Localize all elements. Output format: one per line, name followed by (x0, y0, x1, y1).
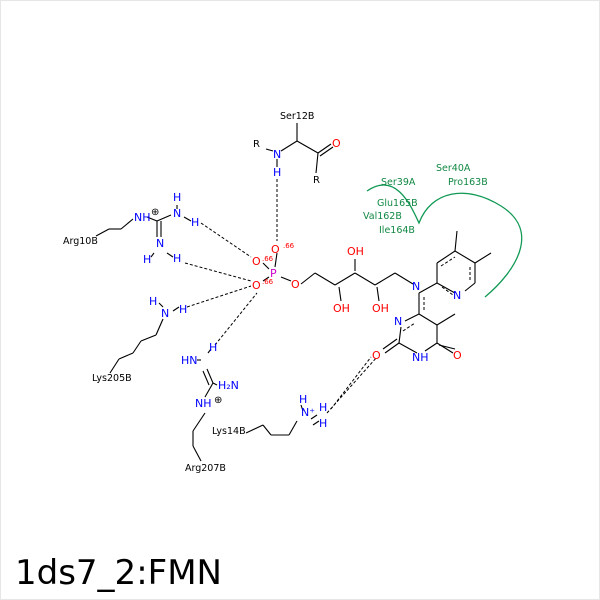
ser12b-bonds (265, 123, 334, 174)
atom-o-ser12b: O (332, 137, 341, 150)
hbond-lys205b (186, 285, 252, 308)
atom-h1-lys14b: H (299, 393, 307, 406)
lys205b-bonds (109, 302, 180, 374)
residue-label-lys205b: Lys205B (92, 373, 132, 384)
atom-nh-arg207b: NH (195, 397, 212, 410)
atom-r-ser12b: R (253, 139, 260, 150)
atom-h1-lys205b: H (149, 295, 157, 308)
page-title: 1ds7_2:FMN (15, 553, 222, 593)
atom-h-arg207b: H (209, 341, 217, 354)
charge-o3-phosphate: .66 (262, 278, 274, 286)
charge-o1-phosphate: .66 (283, 242, 295, 250)
atom-h3-lys14b: H (319, 417, 327, 430)
atom-h2-lys205b: H (179, 303, 187, 316)
atom-r2-ser12b: R (313, 175, 320, 186)
charge-plus-arg207b: ⊕ (214, 395, 222, 406)
residue-label-arg207b: Arg207B (185, 463, 226, 474)
atom-h2-lys14b: H (319, 401, 327, 414)
hydrophobic-label-ile164b: Ile164B (379, 225, 415, 236)
atom-nh3-isoalloxazine: NH (412, 351, 429, 364)
hydrophobic-label-glu165b: Glu165B (377, 198, 418, 209)
hbond-lys14b-b (330, 356, 372, 410)
atom-n5-isoalloxazine: N (453, 289, 461, 302)
atom-p-phosphate: P (270, 267, 277, 280)
atom-n-ser12b: N (273, 148, 281, 161)
atom-h3-arg10b: H (143, 253, 151, 266)
hydrophobic-label-ser39a: Ser39A (381, 177, 416, 188)
atom-h2n-arg207b: H₂N (218, 379, 239, 392)
atom-h1-arg10b: H (173, 191, 181, 204)
residue-label-arg10b: Arg10B (63, 236, 98, 247)
charge-o2-phosphate: .66 (262, 255, 274, 263)
residue-label-ser12b: Ser12B (280, 111, 314, 122)
atom-n1-isoalloxazine: N (394, 315, 402, 328)
hydrogen-bonds (184, 179, 378, 414)
atom-n10-isoalloxazine: N (412, 280, 420, 293)
fmn-ligand-bonds (262, 230, 492, 354)
atom-h2-arg10b: H (191, 216, 199, 229)
atom-n-lys205b: N (161, 307, 169, 320)
hydrophobic-label-val162b: Val162B (363, 211, 402, 222)
atom-oh3-ribityl: OH (372, 302, 389, 315)
atom-h4-arg10b: H (173, 252, 181, 265)
atom-oh1-ribityl: OH (347, 245, 364, 258)
atom-n2-arg10b: N (156, 237, 164, 250)
atom-h-ser12b: H (273, 166, 281, 179)
hydrophobic-label-pro163b: Pro163B (448, 177, 488, 188)
atom-o3-phosphate: O (252, 279, 261, 292)
hydrophobic-arc (366, 184, 523, 298)
lys14b-bonds (245, 404, 320, 436)
hbond-arg10b-b (184, 262, 252, 282)
atom-o4-isoalloxazine: O (453, 349, 462, 362)
atom-nh-arg10b: NH (134, 211, 151, 224)
atom-hn-arg207b: HN (181, 354, 198, 367)
atom-o2-phosphate: O (252, 255, 261, 268)
hbond-arg207b (214, 292, 258, 346)
arg10b-bonds (95, 205, 192, 258)
atom-oh2-ribityl: OH (333, 302, 350, 315)
hbond-arg10b-a (200, 222, 252, 258)
atom-o4-phosphate: O (291, 278, 300, 291)
atom-o2-isoalloxazine: O (372, 349, 381, 362)
hydrophobic-label-ser40a: Ser40A (436, 163, 471, 174)
charge-plus-arg10b: ⊕ (151, 207, 159, 218)
arg207b-bonds (192, 348, 218, 462)
atom-o1-phosphate: O (271, 243, 280, 256)
residue-label-lys14b: Lys14B (212, 426, 246, 437)
atom-n1-arg10b: N (173, 207, 181, 220)
atom-nplus-lys14b: N⁺ (301, 406, 315, 419)
